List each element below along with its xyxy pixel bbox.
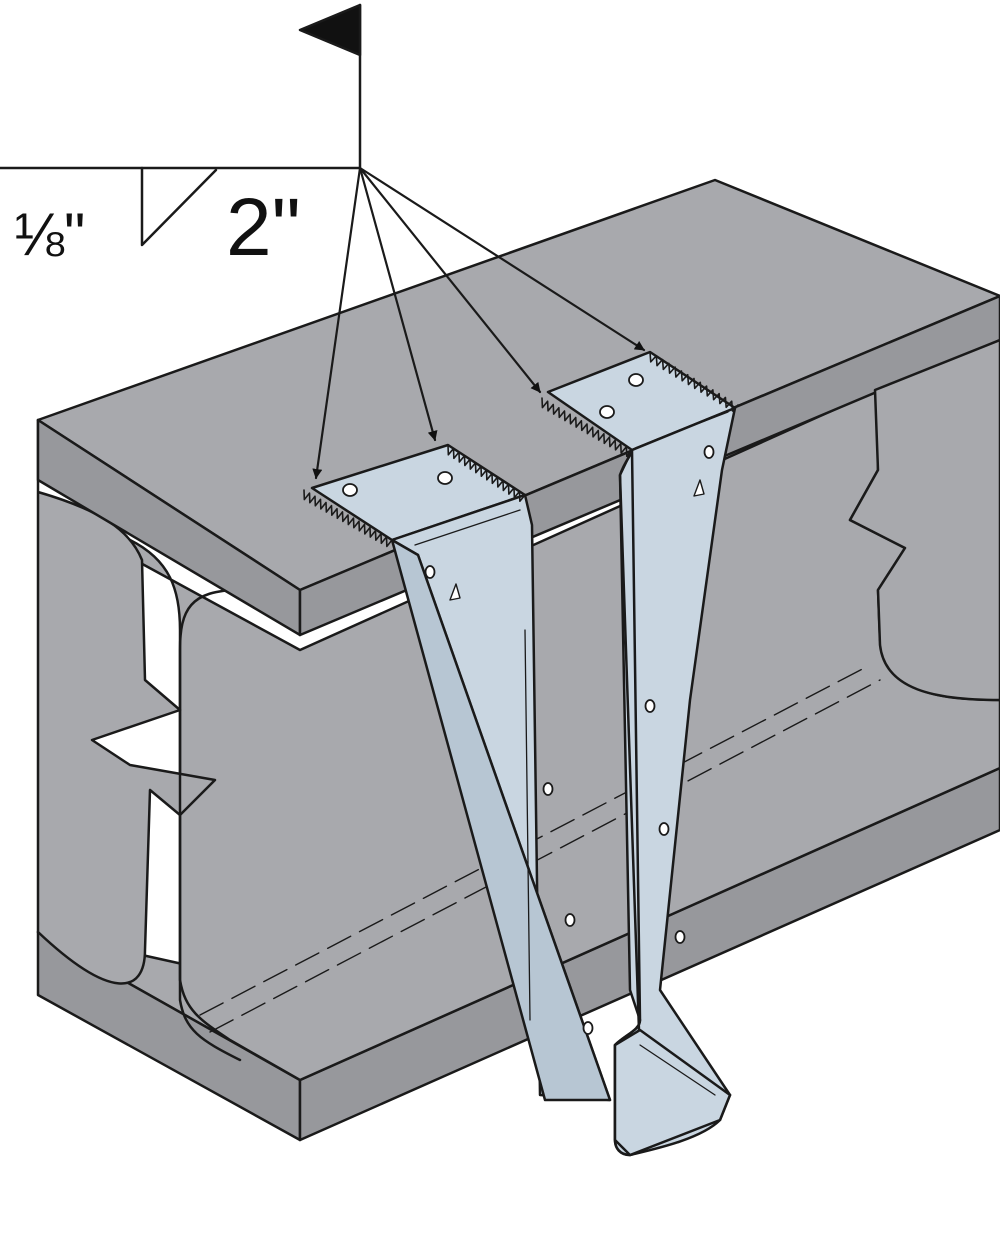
- weld-arrows: [312, 166, 646, 480]
- weld-bead-front-right: [447, 444, 526, 503]
- hanger-back-channel: [613, 448, 732, 1157]
- hanger-back-seat: [613, 1028, 732, 1157]
- hanger-front-nail-holes: [342, 471, 594, 1035]
- web-right-break: [848, 338, 1000, 702]
- weld-beads: [303, 351, 739, 548]
- weld-symbol: [0, 3, 646, 480]
- hanger-front-triangle-icon: [449, 583, 461, 601]
- weld-bead-back-left: [541, 397, 633, 458]
- flag-icon: [298, 3, 362, 57]
- arrow-icon: [358, 166, 646, 352]
- joist-hanger-front: [310, 443, 612, 1102]
- hanger-front-side: [390, 538, 612, 1102]
- weld-bead-front-left: [303, 489, 393, 548]
- weld-length-label: 2": [226, 182, 301, 273]
- hanger-back-nail-holes: [599, 373, 715, 944]
- hanger-back-triangle-icon: [693, 479, 705, 497]
- arrow-icon: [358, 166, 542, 394]
- web-fillet-line: [178, 588, 242, 1062]
- weld-bead-back-right: [649, 351, 739, 412]
- weld-size-label: ⅛": [14, 201, 85, 268]
- joist-hanger-back: [546, 350, 737, 1157]
- fillet-weld-icon: [140, 166, 218, 247]
- arrow-icon: [312, 166, 362, 480]
- arrow-icon: [358, 166, 438, 442]
